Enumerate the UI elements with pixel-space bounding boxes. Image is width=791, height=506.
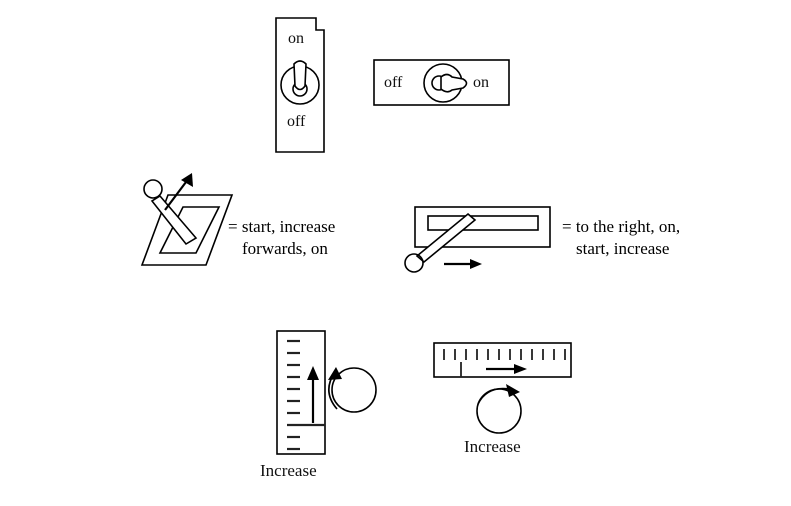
vertical-toggle-knob[interactable] bbox=[280, 60, 320, 105]
horizontal-lever-plate bbox=[414, 206, 551, 248]
diagonal-lever-arm[interactable] bbox=[143, 179, 198, 246]
horizontal-lever-arm[interactable] bbox=[404, 212, 477, 273]
horizontal-scale-plate bbox=[433, 342, 572, 378]
diagonal-lever-caption-line1: = start, increase bbox=[228, 217, 336, 236]
vertical-toggle-label-on: on bbox=[288, 30, 304, 47]
vertical-scale-direction-arrow bbox=[307, 366, 319, 423]
diagonal-lever-caption-line2: forwards, on bbox=[242, 239, 328, 258]
vertical-toggle-label-off: off bbox=[287, 113, 306, 130]
horizontal-lever-caption: = to the right, on, start, increase bbox=[562, 216, 680, 260]
horizontal-toggle-plate[interactable] bbox=[373, 59, 510, 106]
vertical-scale-plate bbox=[276, 330, 326, 455]
horizontal-scale-increase-label: Increase bbox=[464, 437, 521, 456]
vertical-scale-knob[interactable] bbox=[328, 367, 377, 413]
horizontal-lever-caption-line2: start, increase bbox=[576, 239, 670, 258]
horizontal-toggle-knob[interactable] bbox=[423, 63, 468, 103]
horizontal-toggle-label-on: on bbox=[473, 74, 489, 91]
horizontal-scale-direction-arrow bbox=[486, 364, 527, 374]
diagonal-lever-caption: = start, increase forwards, on bbox=[228, 216, 335, 260]
diagonal-lever-direction-arrow bbox=[164, 173, 193, 211]
horizontal-scale-knob[interactable] bbox=[476, 384, 522, 434]
horizontal-lever-caption-line1: = to the right, on, bbox=[562, 217, 681, 236]
diagonal-lever-plate bbox=[140, 194, 234, 266]
vertical-scale-increase-label: Increase bbox=[260, 461, 317, 480]
horizontal-lever-direction-arrow bbox=[444, 259, 482, 269]
horizontal-toggle-label-off: off bbox=[384, 74, 403, 91]
vertical-toggle-plate[interactable] bbox=[275, 17, 325, 153]
